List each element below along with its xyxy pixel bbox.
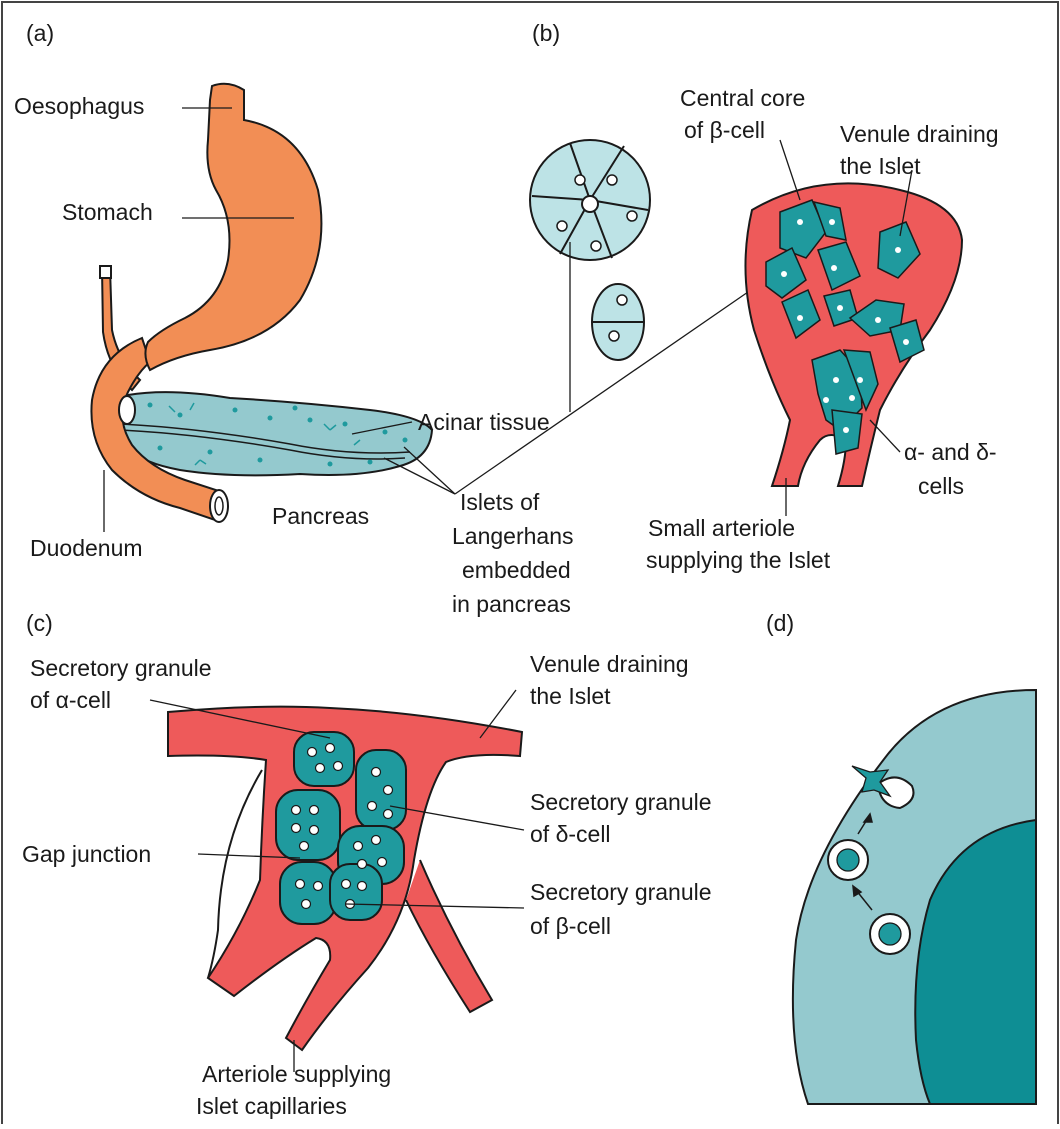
stomach-shape: [145, 84, 321, 370]
label-venule-c-line2: the Islet: [530, 682, 611, 710]
label-duodenum: Duodenum: [30, 534, 143, 562]
label-alpha-delta-line2: cells: [918, 472, 964, 500]
label-pancreas: Pancreas: [272, 502, 369, 530]
label-granule-beta-line1: Secretory granule: [530, 878, 712, 906]
label-granule-delta-line2: of δ-cell: [530, 820, 611, 848]
panel-label-d: (d): [766, 610, 794, 637]
label-venule-b-line1: Venule draining: [840, 120, 999, 148]
panel-a-illustration: [91, 84, 748, 532]
label-granule-beta-line2: of β-cell: [530, 912, 611, 940]
label-islets-line3: embedded: [462, 556, 571, 584]
label-islets-line2: Langerhans: [452, 522, 574, 550]
panel-label-c: (c): [26, 610, 53, 637]
label-venule-c-line1: Venule draining: [530, 650, 689, 678]
panel-c-illustration: [150, 690, 524, 1072]
panel-label-a: (a): [26, 20, 54, 47]
label-granule-alpha-line1: Secretory granule: [30, 654, 212, 682]
label-islets-line4: in pancreas: [452, 590, 571, 618]
label-central-core-line1: Central core: [680, 84, 805, 112]
label-small-arteriole-line1: Small arteriole: [648, 514, 795, 542]
panel-b-illustration: [530, 140, 962, 516]
label-granule-alpha-line2: of α-cell: [30, 686, 111, 714]
label-alpha-delta-line1: α- and δ-: [904, 438, 997, 466]
label-oesophagus: Oesophagus: [14, 92, 144, 120]
label-central-core-line2: of β-cell: [684, 116, 765, 144]
label-gap-junction: Gap junction: [22, 840, 151, 868]
label-granule-delta-line1: Secretory granule: [530, 788, 712, 816]
panel-label-b: (b): [532, 20, 560, 47]
label-arteriole-c-line2: Islet capillaries: [196, 1092, 347, 1120]
panel-d-illustration: [793, 690, 1036, 1104]
label-acinar-tissue: Acinar tissue: [418, 408, 550, 436]
bile-duct-end: [100, 266, 111, 278]
label-islets-line1: Islets of: [460, 488, 539, 516]
acinus: [530, 140, 650, 360]
label-arteriole-c-line1: Arteriole supplying: [202, 1060, 391, 1088]
label-small-arteriole-line2: supplying the Islet: [646, 546, 830, 574]
label-stomach: Stomach: [62, 198, 153, 226]
label-venule-b-line2: the Islet: [840, 152, 921, 180]
